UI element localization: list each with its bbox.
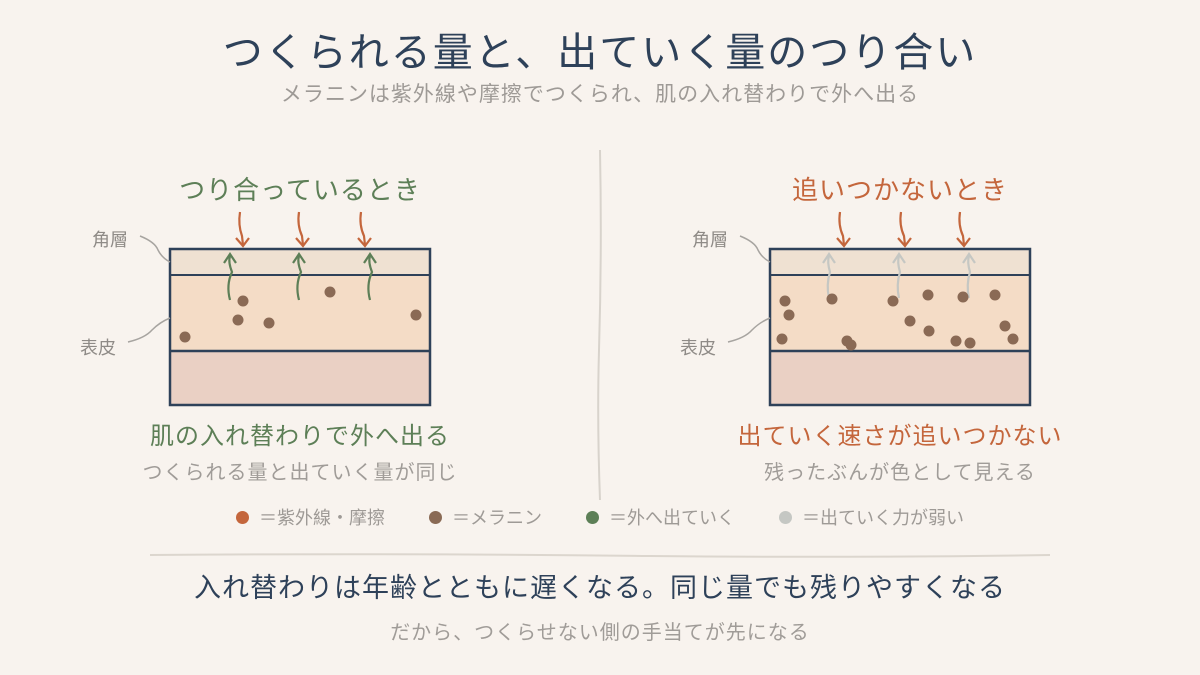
left-caption-sub: つくられる量と出ていく量が同じ xyxy=(142,460,458,484)
left-epidermis-layer xyxy=(170,275,430,351)
page-subtitle: メラニンは紫外線や摩擦でつくられ、肌の入れ替わりで外へ出る xyxy=(280,82,920,106)
left-melanin-dots xyxy=(179,286,422,343)
legend-label-out: ＝外へ出ていく xyxy=(609,508,735,529)
right-melanin-dots xyxy=(776,289,1019,351)
right-caption-sub: 残ったぶんが色として見える xyxy=(764,460,1036,484)
left-skin-block xyxy=(168,247,432,407)
legend-label-melanin: ＝メラニン xyxy=(452,508,542,529)
legend: ＝紫外線・摩擦 ＝メラニン ＝外へ出ていく ＝出ていく力が弱い xyxy=(0,504,1200,530)
bottom-divider xyxy=(149,553,1051,558)
legend-dot-melanin xyxy=(429,510,442,524)
left-panel-heading: つり合っているとき xyxy=(179,176,421,206)
conclusion-text: 入れ替わりは年齢とともに遅くなる。同じ量でも残りやすくなる xyxy=(194,573,1006,604)
right-epidermis-layer xyxy=(770,275,1030,351)
legend-dot-uv xyxy=(236,510,249,524)
page-title: つくられる量と、出ていく量のつり合い xyxy=(222,30,978,76)
left-uv-arrows xyxy=(235,211,372,248)
right-panel-heading: 追いつかないとき xyxy=(791,176,1008,206)
right-skin-block xyxy=(768,247,1032,407)
right-caption: 出ていく速さが追いつかない xyxy=(737,422,1063,450)
legend-label-weak: ＝出ていく力が弱い xyxy=(802,508,964,529)
right-uv-arrows xyxy=(836,211,971,248)
legend-item-melanin: ＝メラニン xyxy=(429,504,542,530)
left-out-arrows xyxy=(223,252,377,301)
legend-dot-out xyxy=(586,510,599,524)
left-stratum-label: 角層 xyxy=(92,230,128,251)
conclusion-subtext: だから、つくらせない側の手当てが先になる xyxy=(390,620,810,644)
left-dermis-layer xyxy=(170,351,430,405)
legend-label-uv: ＝紫外線・摩擦 xyxy=(259,508,385,529)
left-caption: 肌の入れ替わりで外へ出る xyxy=(150,422,450,450)
right-weak-arrows xyxy=(822,252,976,299)
legend-dot-weak xyxy=(779,510,792,524)
right-dermis-layer xyxy=(770,351,1030,405)
legend-item-weak: ＝出ていく力が弱い xyxy=(779,504,964,530)
right-epidermis-label: 表皮 xyxy=(680,338,716,359)
legend-item-uv: ＝紫外線・摩擦 xyxy=(236,504,385,530)
legend-item-out: ＝外へ出ていく xyxy=(586,504,735,530)
right-stratum-label: 角層 xyxy=(692,230,728,251)
left-epidermis-label: 表皮 xyxy=(80,338,116,359)
panel-divider xyxy=(597,149,602,501)
